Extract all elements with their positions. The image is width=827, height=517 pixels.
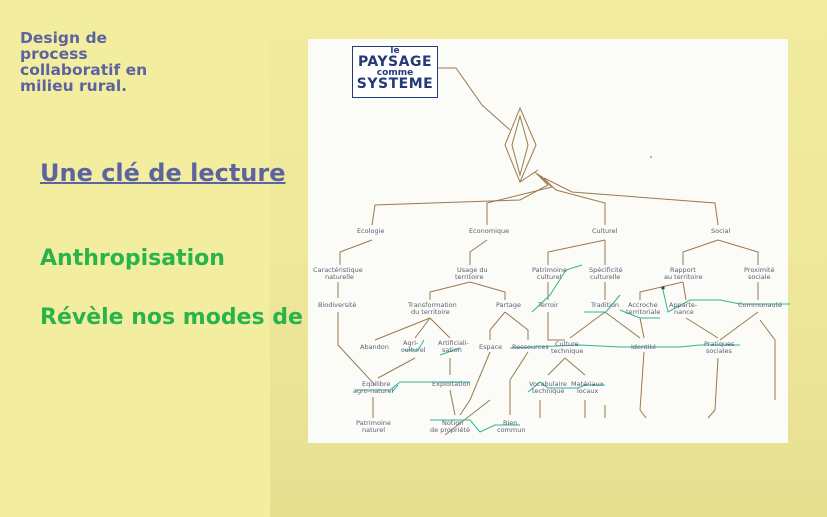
node-accroche-l1: Accroche [628,301,658,309]
node-appartenance-l1: Apparte- [669,301,698,309]
node-equilibre-l1: Equilibre [362,380,390,388]
node-culturel: Culturel [592,227,618,235]
node-materiaux-l1: Matériaux [571,380,604,388]
anthropisation-heading: Anthropisation [40,246,225,271]
node-materiaux-l2: locaux [577,387,598,395]
node-biodiversite: Biodiversité [318,301,356,309]
logo-comme: comme [376,68,414,78]
node-tradition: Tradition [590,301,619,309]
node-notion-l2: de propriété [430,426,470,434]
node-artificialisation-l1: Artificiali- [438,339,470,347]
node-ressources: Ressources [512,343,549,351]
logo-paysage: PAYSAGE [357,54,433,70]
node-identite: Identité [631,343,656,351]
node-patrimoine-culturel-l2: culturel [537,273,562,281]
node-bien-commun-l2: commun [497,426,525,434]
node-social: Social [711,227,730,235]
node-transformation-l1: Transformation [407,301,457,309]
node-pratiques-l2: sociales [706,347,733,355]
node-vocabulaire-l2: technique [532,387,564,395]
node-economique: Economique [469,227,509,235]
node-appartenance-l2: nance [674,308,694,316]
node-transformation-l2: du territoire [411,308,450,316]
node-culture-technique-l2: technique [551,347,583,355]
node-rapport-l2: au territoire [664,273,703,281]
node-abandon: Abandon [360,343,389,351]
revele-heading: Révèle nos modes de vie [40,305,348,330]
node-accroche-l2: territoriale [626,308,660,316]
node-bien-commun-l1: Bien [503,419,517,427]
logo-le: le [390,46,400,56]
node-proximite-l2: sociale [748,273,771,281]
node-rapport-l1: Rapport [670,266,696,274]
node-espace: Espace [479,343,502,351]
node-caracteristique-l1: Caractéristique [313,266,363,274]
logo-systeme: SYSTEME [356,76,434,92]
node-agri-l2: culturel [401,346,426,354]
node-culture-technique-l1: Culture [555,340,579,348]
node-terroir: Terroir [537,301,559,309]
slide-subtitle: Design de process collaboratif en milieu… [20,29,148,95]
node-notion-l1: Notion [442,419,463,427]
node-specificite-l1: Spécificité [589,266,623,274]
node-partage: Partage [496,301,521,309]
node-communaute: Communauté [738,301,782,309]
node-pratiques-l1: Pratiques [704,340,735,348]
node-vocabulaire-l1: Vocabulaire [529,380,567,388]
node-specificite-l2: culturelle [590,273,620,281]
node-patrimoine-naturel-l2: naturel [362,426,385,434]
node-artificialisation-l2: sation [442,346,462,354]
node-usage-l1: Usage du [457,266,488,274]
node-proximite-l1: Proximité [744,266,774,274]
node-patrimoine-culturel-l1: Patrimoine [532,266,567,274]
node-agri-l1: Agri- [403,339,419,347]
key-reading-link[interactable]: Une clé de lecture [40,159,286,187]
node-ecologie: Ecologie [357,227,384,235]
node-usage-l2: territoire [455,273,483,281]
node-caracteristique-l2: naturelle [325,273,354,281]
paysage-systeme-logo: le PAYSAGE comme SYSTEME [352,46,438,98]
node-exploitation: Exploitation [432,380,471,388]
node-patrimoine-naturel-l1: Patrimoine [356,419,391,427]
node-equilibre-l2: agro-naturel [353,387,393,395]
diagram-panel [308,39,788,443]
